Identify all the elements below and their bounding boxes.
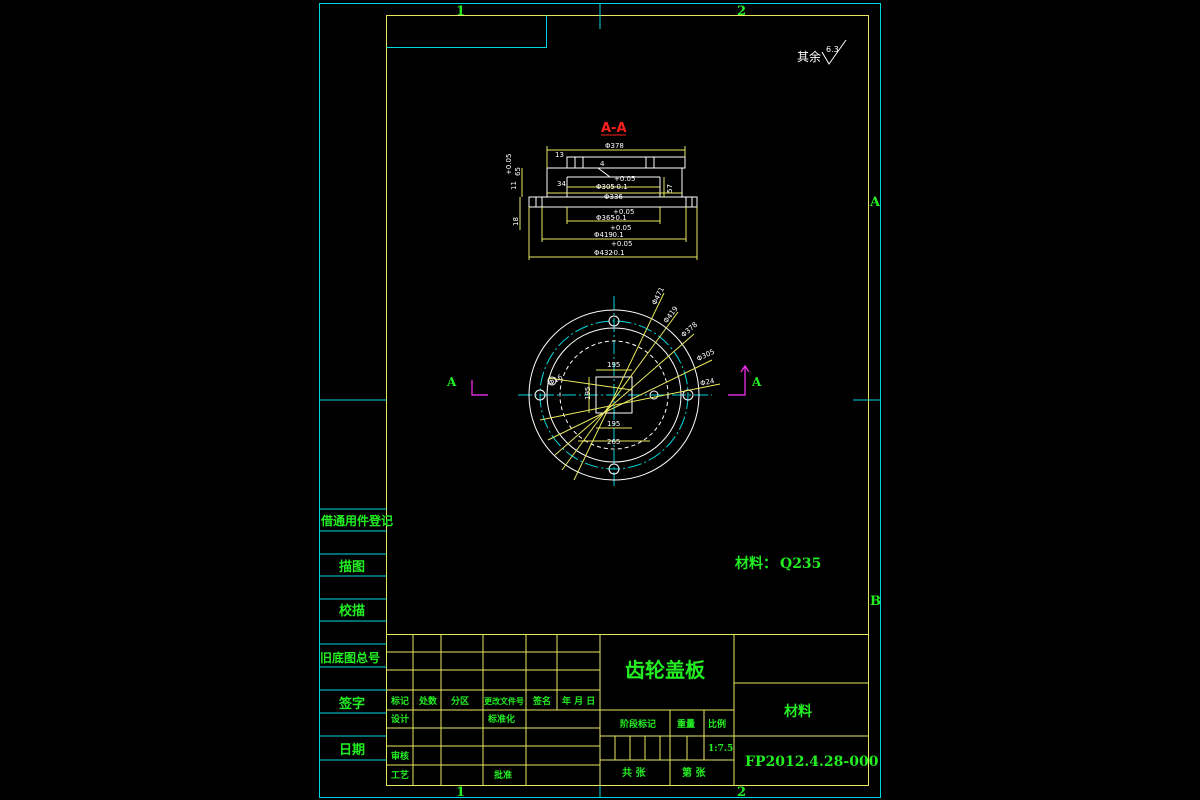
row-check: 审核	[391, 750, 409, 762]
weight-label: 重量	[677, 718, 695, 730]
sheet-no: 第 张	[682, 766, 706, 779]
row-design: 设计	[391, 713, 409, 725]
tol-lower-419: -0.1	[610, 231, 624, 239]
zone-top-2: 2	[737, 4, 746, 19]
left-item-3: 校描	[339, 603, 365, 619]
dim-11: 11	[510, 181, 518, 190]
section-view: A-A Φ378 13 4 +0.05 Φ305 -0.1 34 Φ336 57	[505, 121, 698, 260]
row-standard: 标准化	[487, 713, 515, 725]
material-note-value: Q235	[780, 556, 821, 572]
tol-upper-305: +0.05	[614, 175, 635, 183]
zone-top-1: 1	[456, 4, 465, 19]
row-process: 工艺	[391, 769, 409, 781]
tol-upper-432: +0.05	[611, 240, 632, 248]
dim-378: Φ378	[605, 142, 624, 150]
dim-65: 65	[514, 167, 522, 176]
material-label: 材料	[784, 703, 812, 720]
rev-header-mark: 标记	[390, 695, 409, 707]
section-label: A-A	[601, 121, 627, 136]
zone-bottom-1: 1	[456, 785, 465, 800]
dim-4: 4	[600, 160, 605, 168]
tol-lower-432: -0.1	[611, 249, 625, 257]
dim-419: Φ419	[594, 231, 613, 239]
left-item-5: 签字	[338, 696, 365, 712]
material-note-label: 材料：	[735, 555, 777, 572]
material-note: 材料： Q235	[735, 555, 821, 572]
rev-header-date: 年 月 日	[562, 695, 595, 707]
plan-dim-24: Φ24	[700, 377, 716, 388]
title-block: 齿轮盖板 材料 FP2012.4.28-000 标记 处数 分区 更改文件号 签…	[386, 634, 879, 785]
plan-dim-378: Φ378	[680, 321, 699, 339]
dim-left-tol: +0.05	[505, 154, 513, 175]
dim-432: Φ432	[594, 249, 613, 257]
left-item-2: 描图	[339, 559, 365, 575]
zone-bottom-2: 2	[737, 785, 746, 800]
dim-34: 34	[557, 180, 566, 188]
tol-upper-365: +0.05	[613, 208, 634, 216]
row-approve: 批准	[494, 769, 512, 781]
bolt-circle	[539, 320, 689, 470]
rev-header-sign: 签名	[532, 695, 551, 707]
top-left-box	[386, 15, 547, 48]
rev-header-doc: 更改文件号	[484, 696, 524, 706]
roughness-label: 其余	[797, 49, 821, 64]
tol-lower-365: -0.1	[613, 214, 627, 222]
plan-dim-195-top: 195	[607, 361, 620, 369]
drawing-number: FP2012.4.28-000	[745, 754, 879, 770]
dim-57: 57	[666, 184, 674, 193]
tol-upper-419: +0.05	[610, 224, 631, 232]
zone-right-a: A	[869, 195, 881, 210]
mid-circle	[546, 327, 682, 463]
sheets-total: 共 张	[622, 766, 646, 779]
center-square	[595, 376, 633, 414]
section-marker-left: A	[446, 375, 457, 389]
dim-365: Φ365	[596, 214, 615, 222]
plan-view: 195 195 195 265 Φ471 Φ419 Φ378 Φ305 Φ24 …	[446, 286, 762, 488]
plan-dim-305: Φ305	[696, 348, 716, 363]
rev-header-zone: 分区	[451, 695, 469, 707]
dim-305: Φ305	[596, 183, 615, 191]
scale-label: 比例	[708, 718, 726, 730]
outer-circle	[528, 309, 700, 481]
left-item-1: 借通用件登记	[320, 513, 393, 528]
dim-18: 18	[512, 217, 520, 226]
section-marker-right: A	[751, 375, 762, 389]
plan-dim-471: Φ471	[650, 286, 666, 306]
left-item-6: 日期	[339, 743, 365, 758]
tol-lower-305: -0.1	[614, 183, 628, 191]
roughness-value: 6.3	[826, 45, 839, 54]
roughness-symbol: 其余 6.3	[797, 39, 847, 65]
left-item-4: 旧底图总号	[320, 650, 380, 665]
plan-dim-195-side: 195	[584, 387, 592, 400]
plan-dim-195-bottom: 195	[607, 420, 620, 428]
plan-dim-265: 265	[607, 438, 620, 446]
dim-336: Φ336	[604, 193, 623, 201]
dim-13: 13	[555, 151, 564, 159]
stage-label: 阶段标记	[620, 718, 656, 730]
scale-value: 1:7.5	[708, 744, 733, 754]
part-name: 齿轮盖板	[625, 658, 706, 682]
zone-right-b: B	[870, 594, 881, 609]
inner-dashed-circle	[559, 340, 669, 450]
left-column: 借通用件登记 描图 校描 旧底图总号 签字 日期	[319, 508, 393, 761]
rev-header-count: 处数	[418, 695, 438, 707]
